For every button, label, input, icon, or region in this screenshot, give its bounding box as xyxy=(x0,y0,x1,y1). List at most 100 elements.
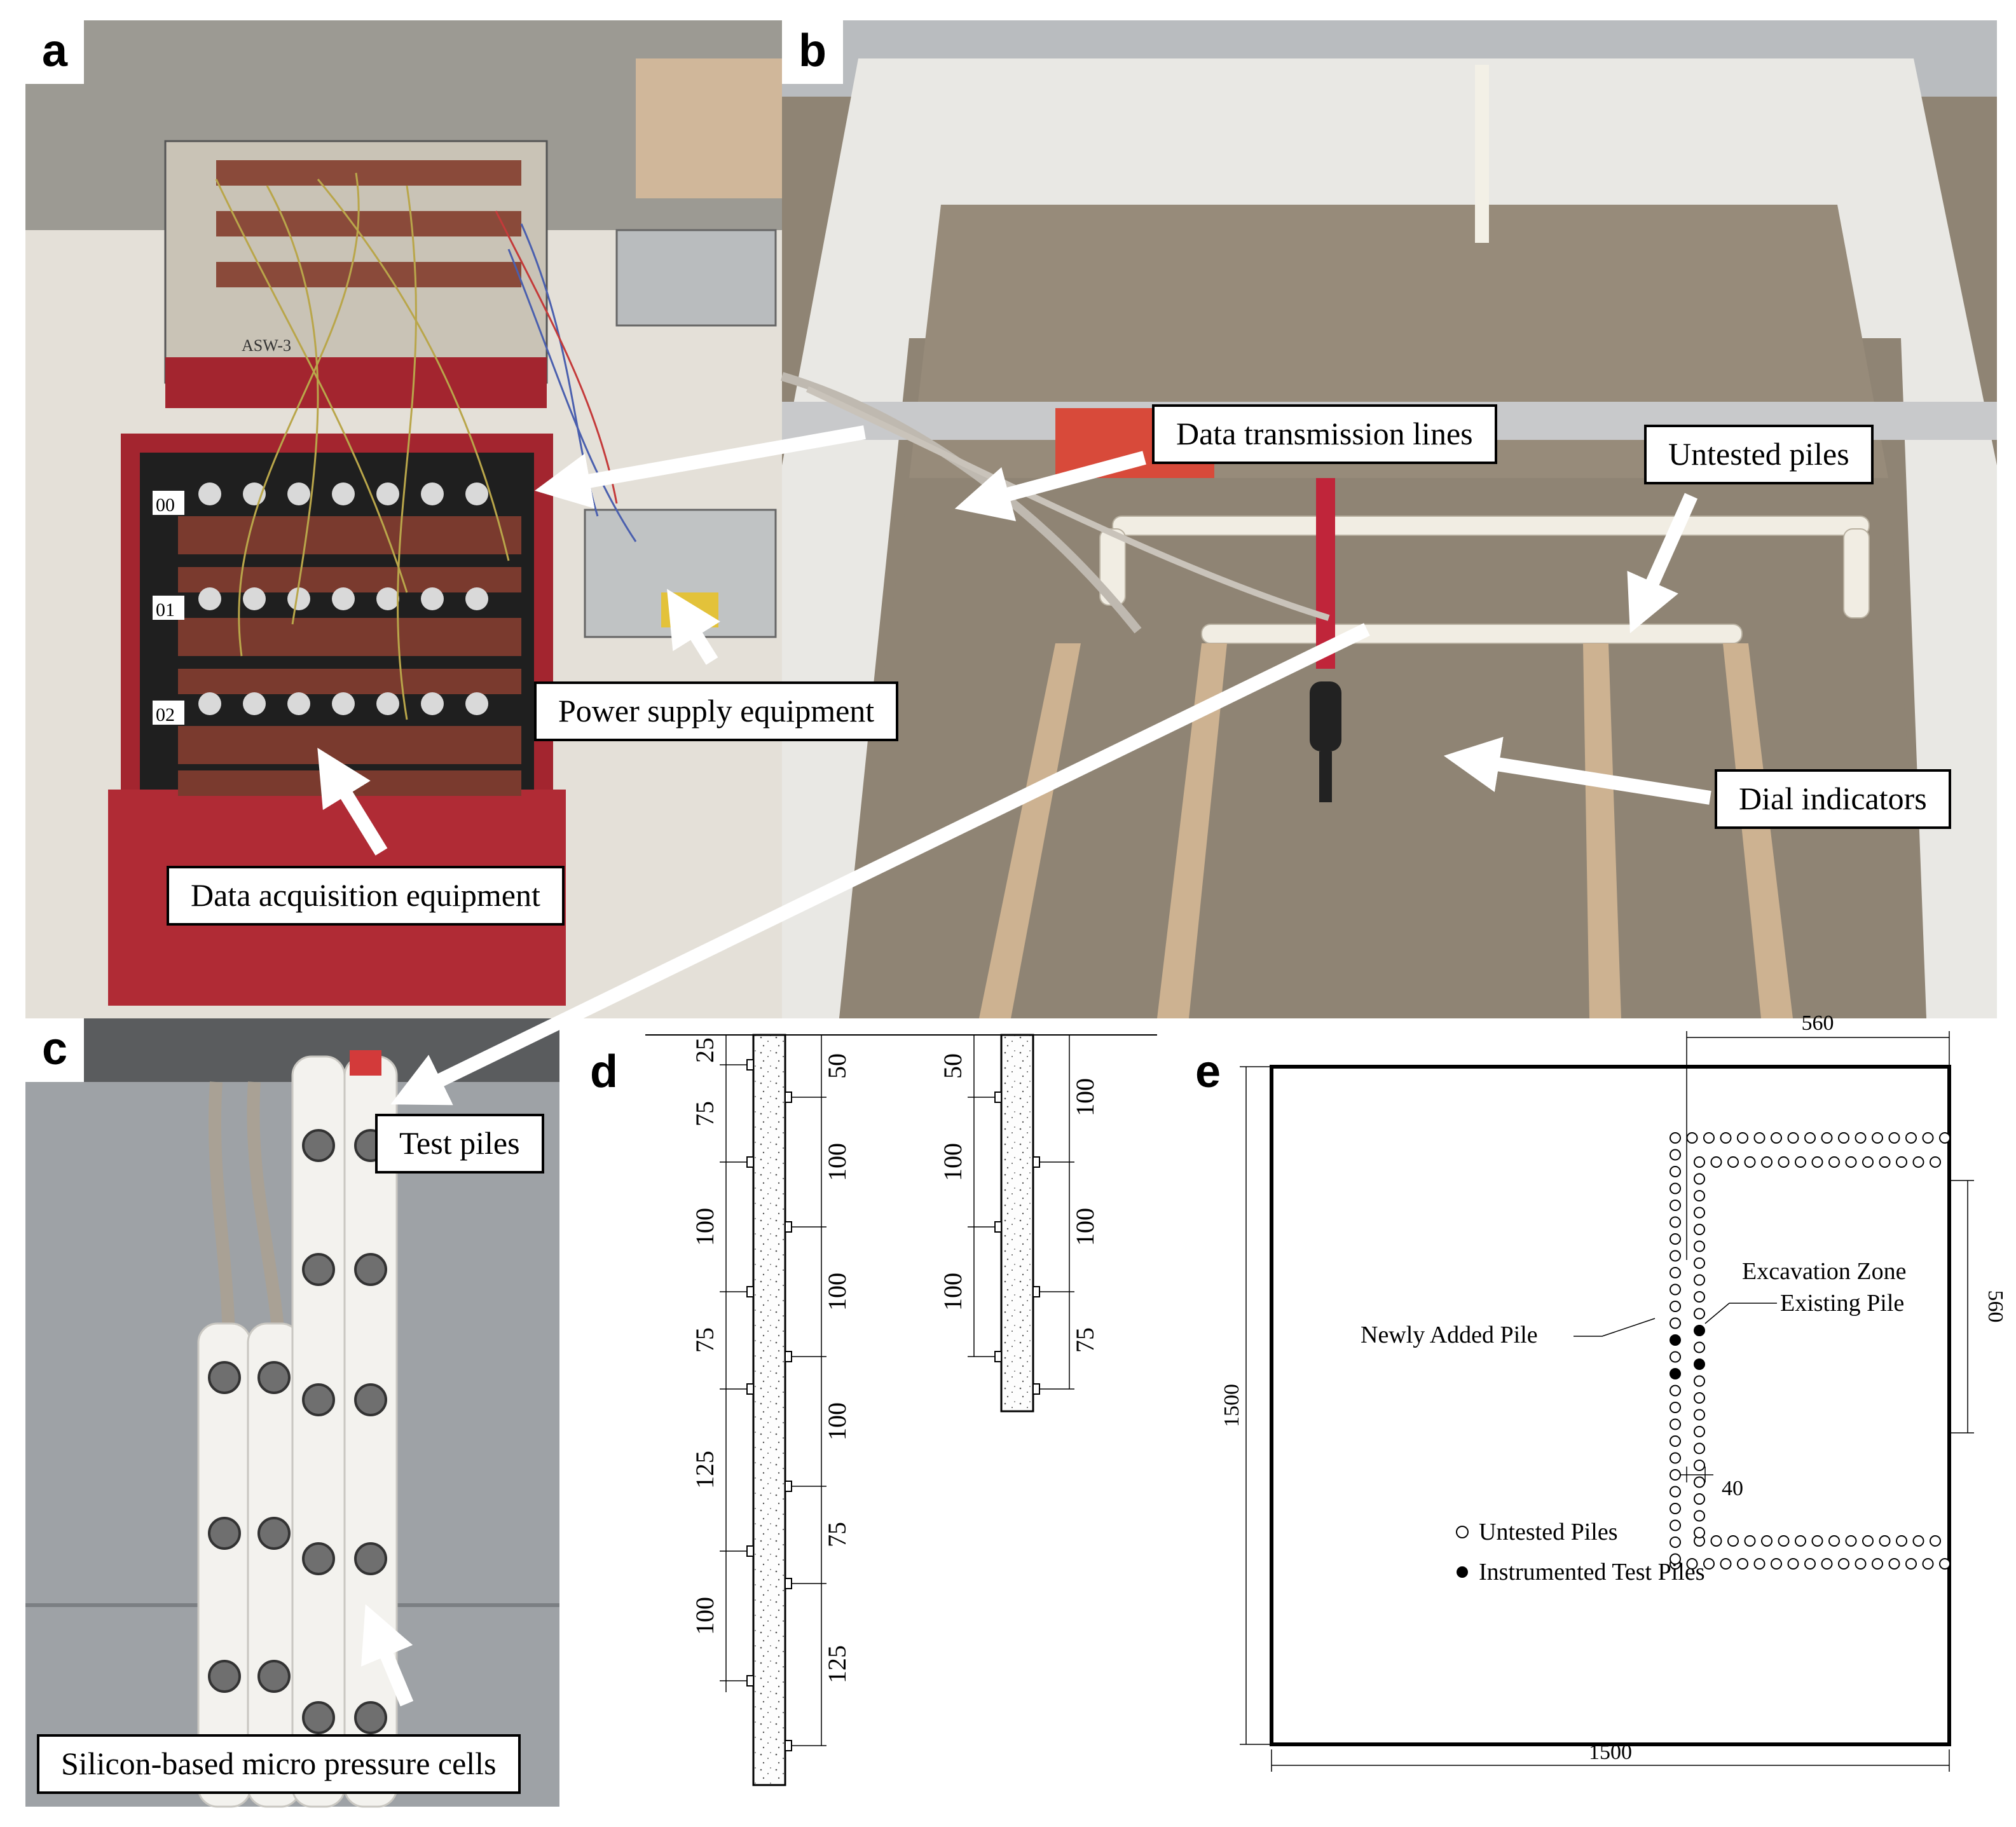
pile-existing xyxy=(1694,1460,1705,1471)
pile-existing xyxy=(1761,1156,1773,1168)
pile-existing xyxy=(1896,1535,1907,1547)
callout-data-transmission-lines: Data transmission lines xyxy=(1152,404,1497,464)
pile-existing xyxy=(1778,1535,1790,1547)
callout-test-piles: Test piles xyxy=(375,1114,544,1174)
pile-existing xyxy=(1930,1156,1941,1168)
pile-newly-added xyxy=(1804,1132,1816,1144)
panel-c: c xyxy=(25,1018,559,1808)
long-right-dim-1: 50 xyxy=(823,1053,851,1079)
pile-existing xyxy=(1694,1493,1705,1505)
panel-d-letter: d xyxy=(577,1043,631,1101)
upper-acquisition-unit: ASW-3 xyxy=(164,140,548,408)
right-dim-label: 560 xyxy=(1984,1290,2007,1323)
short-right-dim-1: 100 xyxy=(1071,1078,1099,1116)
pile-circles xyxy=(1670,1132,1951,1570)
legend-untested-label: Untested Piles xyxy=(1479,1519,1617,1545)
pile-existing xyxy=(1862,1156,1874,1168)
pile-existing xyxy=(1694,1510,1705,1522)
callout-untested-piles: Untested piles xyxy=(1644,425,1874,484)
pile-newly-added xyxy=(1771,1558,1782,1570)
pile-newly-added xyxy=(1922,1558,1934,1570)
pressure-cells xyxy=(208,1129,387,1734)
pile-existing xyxy=(1694,1308,1705,1320)
pile-newly-added xyxy=(1821,1132,1833,1144)
long-right-dim-4: 100 xyxy=(823,1402,851,1440)
pile-newly-added xyxy=(1670,1216,1681,1228)
pile-newly-added xyxy=(1670,1233,1681,1245)
pile-newly-added xyxy=(1670,1317,1681,1329)
short-right-dim-2: 100 xyxy=(1071,1208,1099,1246)
pile-existing xyxy=(1862,1535,1874,1547)
pile-newly-added xyxy=(1888,1558,1900,1570)
pile-existing xyxy=(1694,1257,1705,1269)
long-right-dim-6: 125 xyxy=(823,1645,851,1683)
pile-newly-added xyxy=(1905,1558,1917,1570)
top-dim-label: 560 xyxy=(1802,1011,1834,1035)
pile-existing xyxy=(1912,1156,1924,1168)
long-left-dim-3: 100 xyxy=(690,1208,719,1246)
long-left-dim-6: 100 xyxy=(690,1597,719,1635)
pile-newly-added xyxy=(1670,1452,1681,1464)
callout-silicon-cells: Silicon-based micro pressure cells xyxy=(37,1734,521,1794)
panel-b: b xyxy=(780,20,1997,1018)
pile-newly-added xyxy=(1670,1182,1681,1194)
pile-newly-added xyxy=(1905,1132,1917,1144)
pile-existing xyxy=(1744,1156,1756,1168)
pile-existing xyxy=(1930,1535,1941,1547)
wires xyxy=(215,172,510,720)
pile-existing xyxy=(1694,1291,1705,1303)
pile-existing xyxy=(1694,1392,1705,1404)
background-box xyxy=(636,58,782,198)
pile-newly-added xyxy=(1804,1558,1816,1570)
plan-drawing: 560 560 1500 1500 40 Excavation Zone Exi… xyxy=(1220,1011,2007,1772)
panel-e-letter: e xyxy=(1183,1043,1234,1101)
pile-existing xyxy=(1828,1156,1840,1168)
long-right-dim-2: 100 xyxy=(823,1143,851,1181)
pile-existing xyxy=(1710,1156,1722,1168)
callout-power-supply-equipment: Power supply equipment xyxy=(534,681,899,741)
pile-newly-added xyxy=(1872,1132,1883,1144)
pile-newly-added xyxy=(1670,1132,1681,1144)
pile-newly-added xyxy=(1855,1132,1867,1144)
pile-existing xyxy=(1811,1535,1823,1547)
pile-instrumented xyxy=(1694,1358,1705,1370)
newly-added-pile-label: Newly Added Pile xyxy=(1361,1322,1538,1348)
pile-existing xyxy=(1694,1341,1705,1353)
spacing-dim-label: 40 xyxy=(1722,1477,1743,1500)
long-right-dim-5: 75 xyxy=(823,1522,851,1547)
pile-existing xyxy=(1710,1535,1722,1547)
left-dim-label: 1500 xyxy=(1220,1384,1244,1427)
pile-newly-added xyxy=(1703,1558,1715,1570)
pile-existing xyxy=(1694,1224,1705,1235)
panel-e: e 560 560 1500 1500 40 xyxy=(1183,1011,2007,1826)
pile-existing xyxy=(1879,1535,1891,1547)
pile-existing xyxy=(1727,1535,1739,1547)
pile-newly-added xyxy=(1670,1402,1681,1413)
pile-newly-added xyxy=(1670,1469,1681,1481)
pile-newly-added xyxy=(1737,1132,1748,1144)
pile-newly-added xyxy=(1670,1149,1681,1161)
pile-existing xyxy=(1694,1173,1705,1185)
pile-newly-added xyxy=(1737,1558,1748,1570)
long-left-dim-2: 75 xyxy=(690,1101,719,1126)
callout-data-acquisition-equipment: Data acquisition equipment xyxy=(167,866,565,926)
pile-instrumented xyxy=(1670,1334,1681,1346)
pile-newly-added xyxy=(1670,1267,1681,1278)
pile-newly-added xyxy=(1838,1558,1849,1570)
pile-newly-added xyxy=(1670,1519,1681,1531)
pile-existing xyxy=(1694,1274,1705,1286)
pile-existing xyxy=(1694,1190,1705,1201)
short-left-dim-2: 100 xyxy=(938,1143,967,1181)
pile-existing xyxy=(1845,1535,1857,1547)
pile-newly-added xyxy=(1720,1132,1732,1144)
pile-existing xyxy=(1828,1535,1840,1547)
test-piles-scene xyxy=(25,1018,559,1808)
legend-untested-symbol xyxy=(1456,1526,1469,1538)
short-pile xyxy=(1000,1034,1034,1413)
model-box-outline xyxy=(1270,1065,1951,1746)
pile-newly-added xyxy=(1939,1132,1951,1144)
pile-existing xyxy=(1811,1156,1823,1168)
pile-newly-added xyxy=(1753,1558,1766,1570)
pile-newly-added xyxy=(1686,1132,1698,1144)
pile-newly-added xyxy=(1670,1200,1681,1211)
